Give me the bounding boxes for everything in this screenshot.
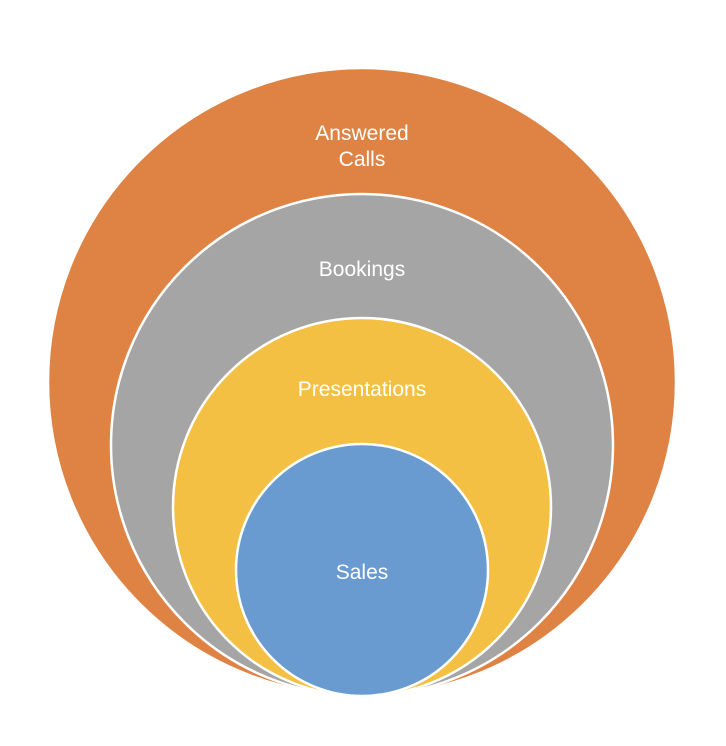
- sales-label: Sales: [336, 560, 389, 586]
- bookings-label: Bookings: [319, 257, 405, 283]
- presentations-label-line-1: Presentations: [297, 378, 427, 401]
- answered-calls-label: Answered Calls: [315, 121, 408, 173]
- bookings-label-line-1: Bookings: [318, 258, 406, 281]
- sales-label-line-1: Sales: [335, 561, 389, 584]
- sales-circle: [234, 442, 490, 698]
- presentations-label: Presentations: [298, 377, 426, 403]
- answered-calls-label-line-2: Calls: [338, 148, 386, 171]
- answered-calls-label-line-1: Answered: [315, 122, 409, 145]
